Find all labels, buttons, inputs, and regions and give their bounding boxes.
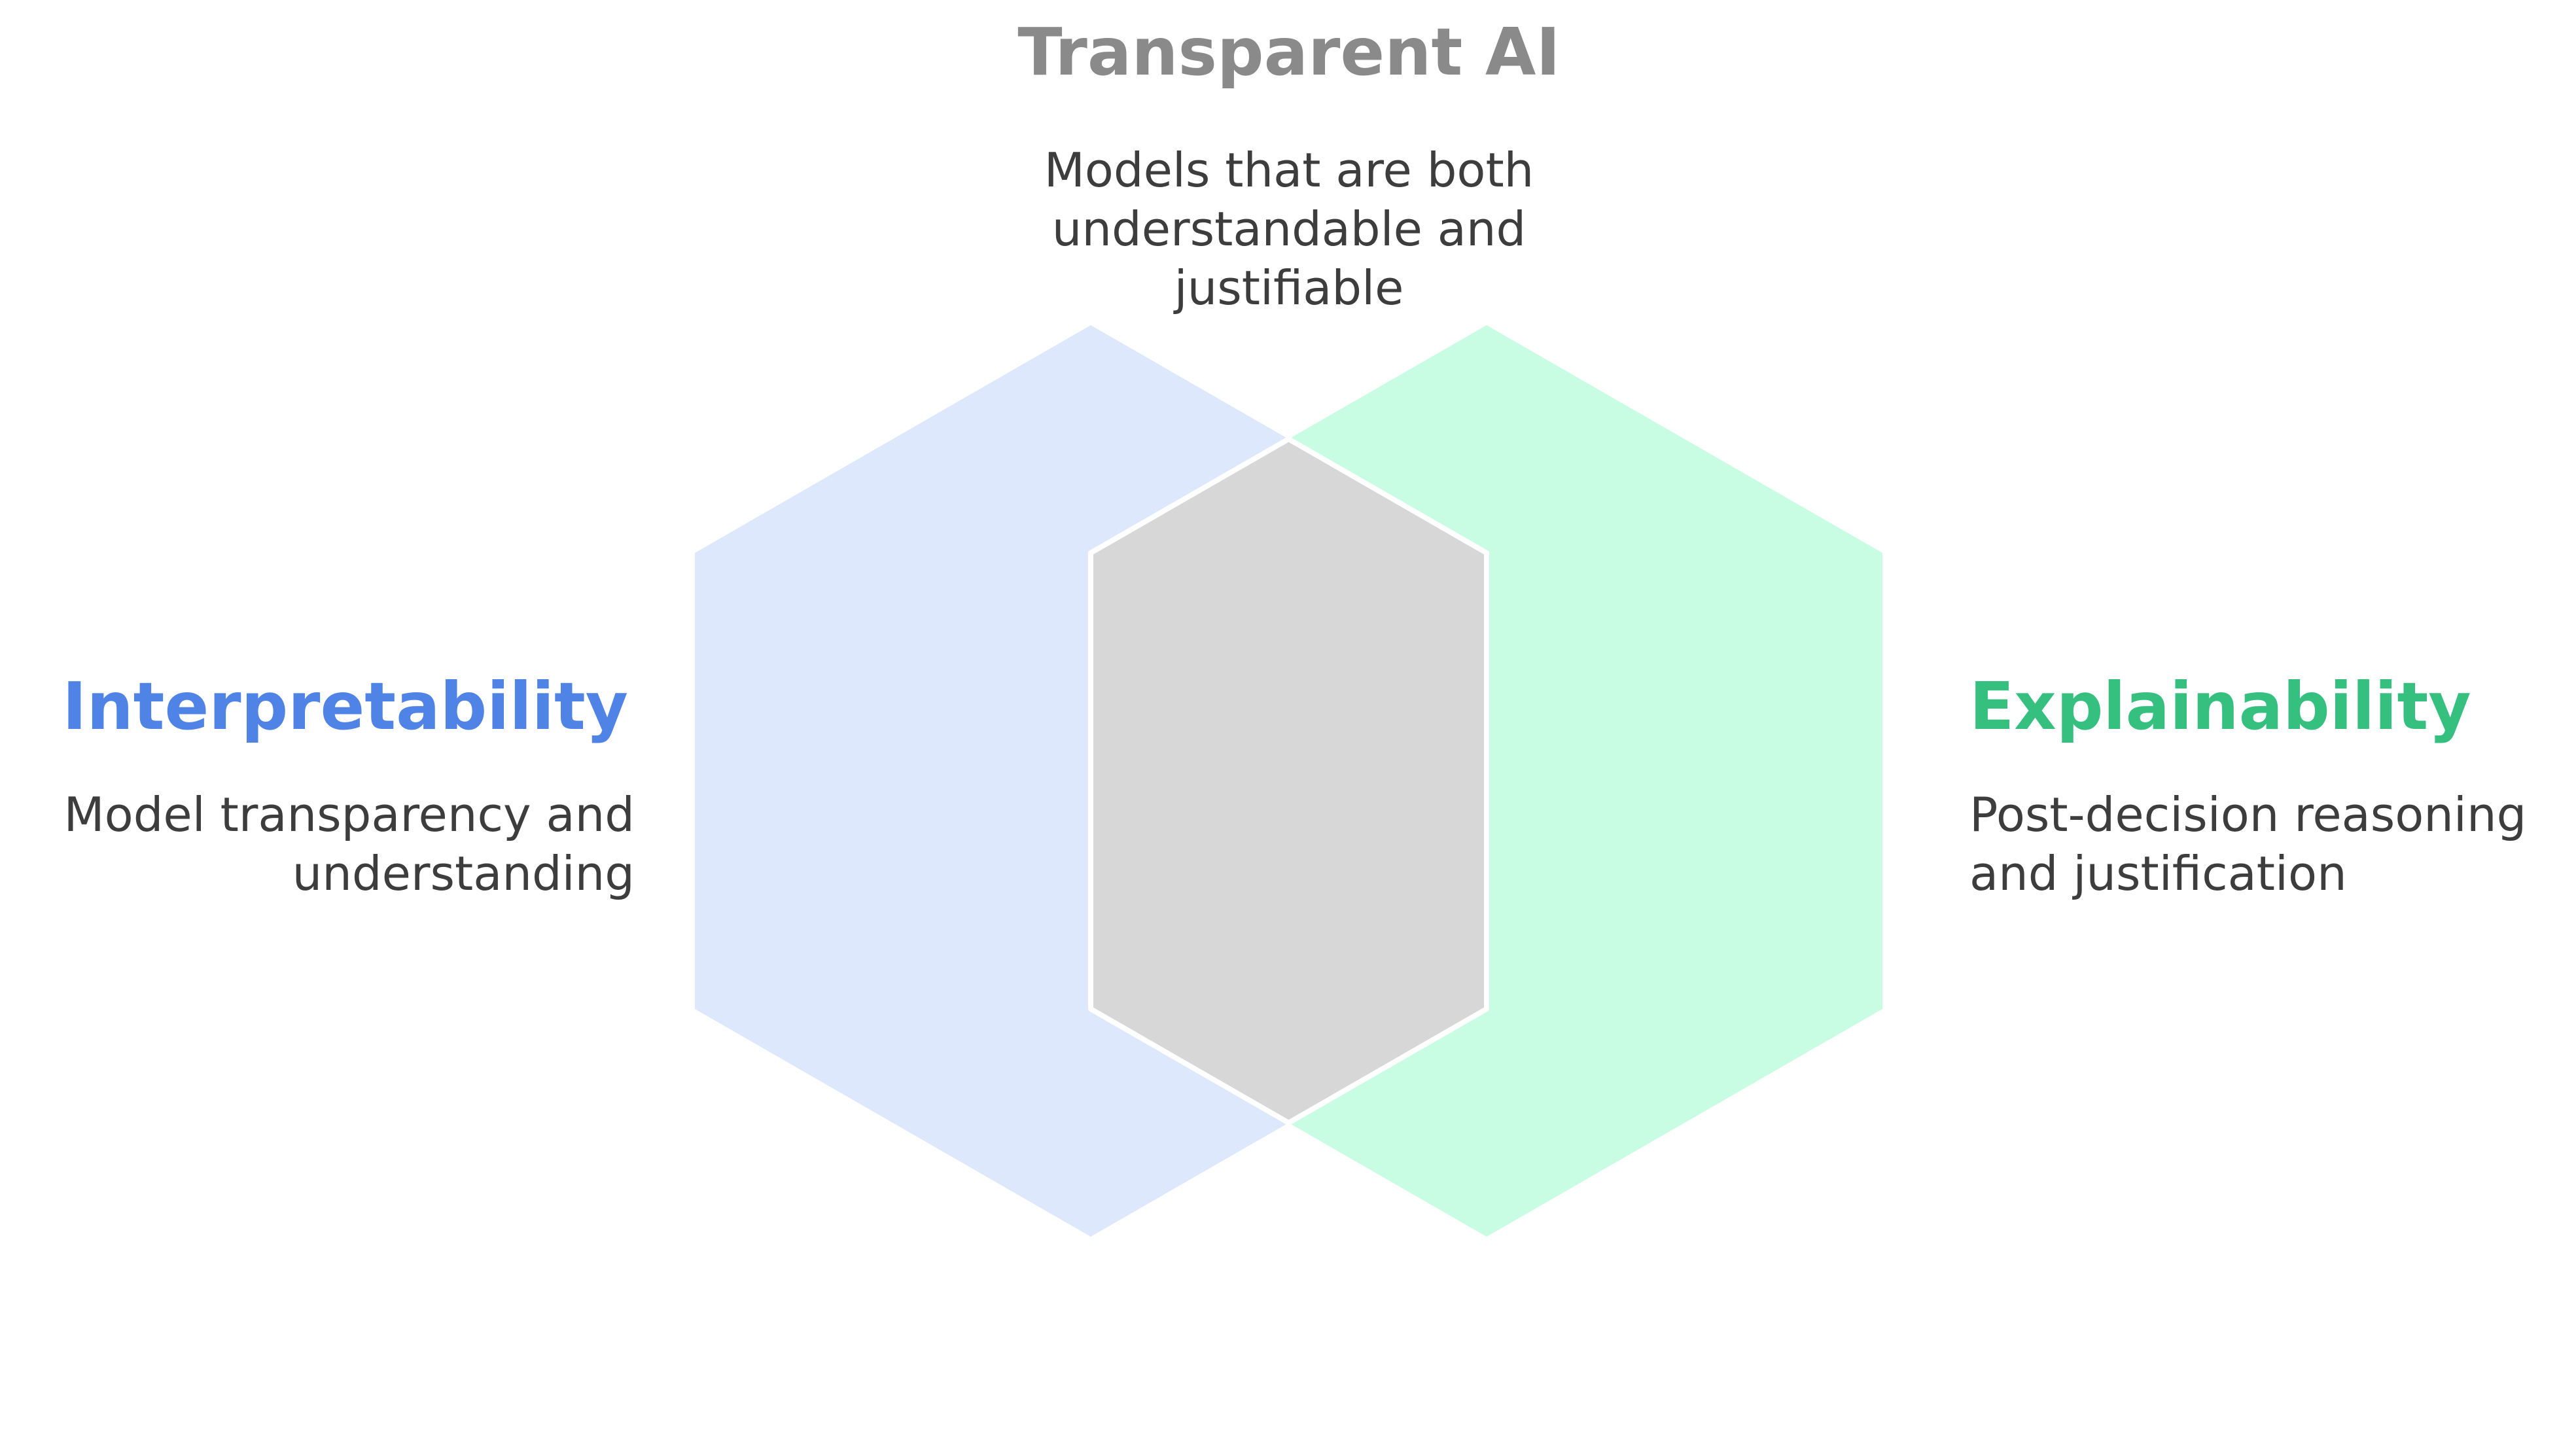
transparent-ai-overlap (1088, 436, 1489, 1125)
explainability-title: Explainability (1969, 668, 2471, 745)
transparent-ai-description: Models that are both understandable and … (1044, 143, 1534, 315)
transparent-ai-title: Transparent AI (1017, 14, 1561, 90)
interpretability-title: Interpretability (62, 668, 628, 745)
explainability-description: Post-decision reasoning and justificatio… (1969, 787, 2527, 901)
interpretability-description: Model transparency and understanding (63, 787, 635, 901)
